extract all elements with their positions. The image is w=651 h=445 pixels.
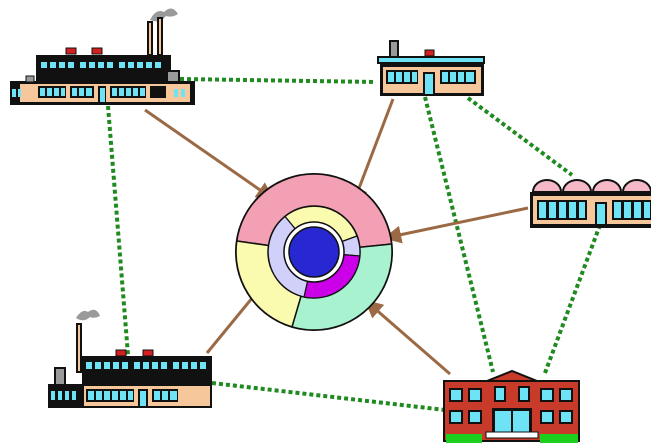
- factory-bottom-left-icon: [48, 309, 212, 408]
- hub-core: [288, 226, 340, 278]
- link-factory-bottom-to-school: [211, 381, 446, 412]
- link-factory-small-to-school: [423, 96, 495, 373]
- factory-small-top-right-icon: [377, 40, 485, 96]
- school-bottom-right-icon: [443, 369, 580, 443]
- link-factory-small-to-domed: [466, 96, 574, 177]
- arrow-domed-to-hub: [383, 206, 529, 244]
- circular-hub-icon: [235, 173, 393, 331]
- arrow-factory-large-to-hub: [144, 108, 275, 201]
- dotted-links: [106, 77, 602, 412]
- link-domed-to-school: [543, 224, 602, 374]
- hub-arrows: [144, 98, 529, 376]
- factory-domed-right-icon: [530, 179, 651, 228]
- link-factory-large-to-factory-small: [179, 77, 377, 84]
- arrow-factory-small-to-hub: [350, 98, 395, 206]
- factory-large-top-left-icon: [10, 8, 195, 105]
- link-factory-large-to-factory-bottom: [106, 105, 130, 356]
- arrow-school-to-hub: [364, 299, 451, 376]
